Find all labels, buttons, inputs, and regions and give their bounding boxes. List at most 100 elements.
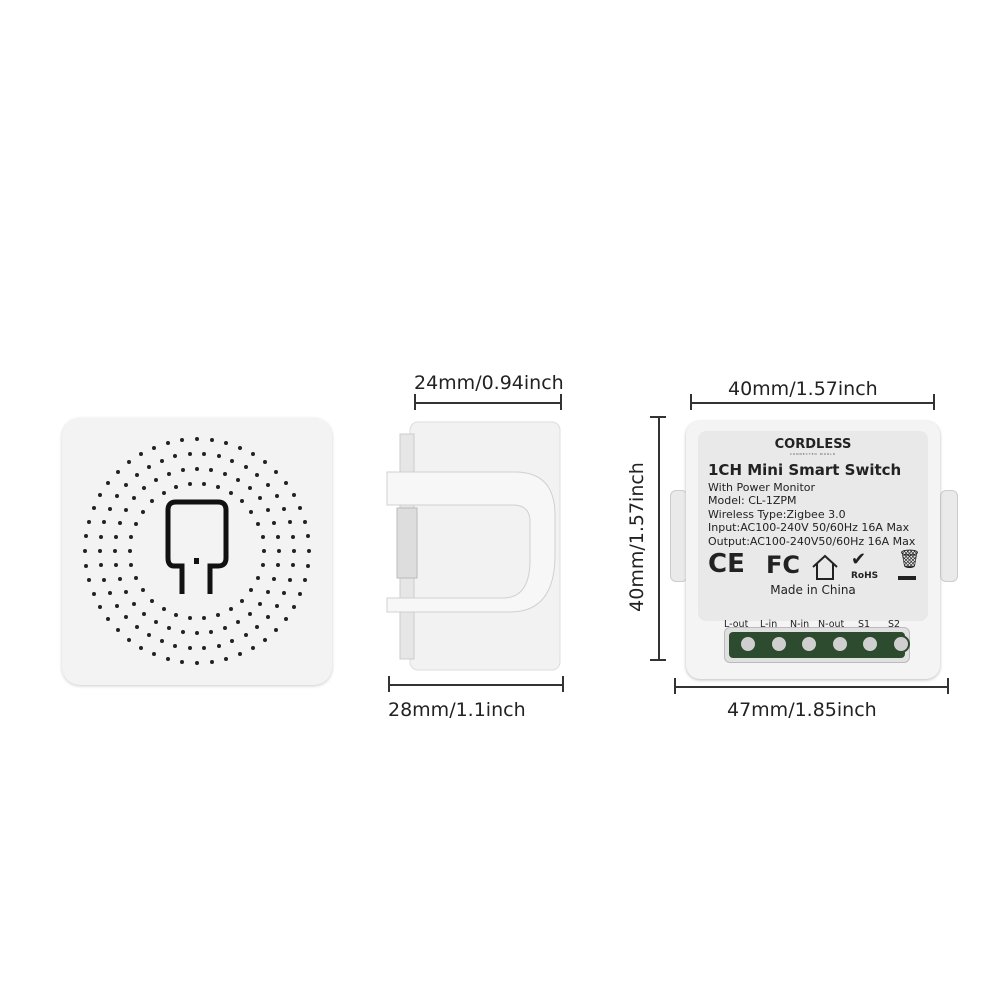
ce-mark-icon: CE [708, 549, 745, 579]
speaker-dot [223, 626, 228, 631]
speaker-dot [249, 588, 254, 593]
speaker-dot [152, 652, 157, 657]
speaker-dot [275, 603, 280, 608]
logo-button-icon [165, 499, 229, 594]
speaker-dot [173, 454, 178, 459]
speaker-dot [255, 624, 260, 629]
label-line: With Power Monitor [708, 481, 816, 494]
speaker-dot [303, 520, 308, 524]
speaker-dot [202, 645, 207, 650]
terminal-screw [891, 635, 910, 653]
speaker-dot [306, 563, 311, 568]
speaker-dot [106, 617, 111, 622]
speaker-dot [150, 598, 155, 603]
dimension-line [658, 416, 660, 660]
rohs-check-icon: ✔ [851, 549, 867, 570]
speaker-dot [257, 601, 262, 606]
speaker-dot [180, 660, 185, 665]
speaker-dot [154, 477, 158, 482]
speaker-dot [126, 460, 131, 465]
speaker-dot [274, 469, 279, 474]
speaker-dot [166, 440, 170, 445]
speaker-dot [277, 549, 281, 553]
dimension-tick [562, 676, 564, 692]
dimension-line [690, 402, 934, 404]
speaker-dot [132, 601, 137, 606]
speaker-dot [187, 452, 192, 457]
speaker-dot [256, 521, 261, 526]
back-width-top-label: 40mm/1.57inch [728, 378, 878, 400]
speaker-dot [283, 617, 288, 622]
speaker-dot [262, 549, 266, 553]
speaker-dot [272, 577, 277, 582]
speaker-dot [115, 469, 120, 474]
speaker-dot [209, 629, 214, 634]
product-label: CORDLESS CONNECTED WORLD 1CH Mini Smart … [698, 431, 928, 621]
speaker-dot [290, 563, 295, 568]
speaker-dot [266, 508, 270, 512]
speaker-dot [237, 445, 242, 450]
speaker-dot [290, 534, 295, 539]
speaker-dot [215, 485, 220, 490]
speaker-dot [228, 490, 233, 495]
speaker-dot [187, 645, 192, 650]
speaker-dot [249, 509, 254, 514]
brand-tagline: CONNECTED WORLD [789, 452, 837, 456]
speaker-dot [150, 499, 155, 504]
speaker-dot [187, 482, 192, 487]
dimension-tick [414, 394, 416, 410]
speaker-dot [306, 534, 311, 539]
dimension-tick [560, 394, 562, 410]
dimension-tick [947, 678, 949, 694]
label-line: Model: CL-1ZPM [708, 494, 797, 507]
speaker-dot [292, 549, 296, 553]
terminal-label: N-out [818, 619, 845, 630]
speaker-dot [132, 496, 137, 501]
speaker-dot [174, 612, 179, 617]
speaker-dot [195, 631, 199, 635]
speaker-dot [282, 591, 287, 596]
speaker-dot [146, 464, 151, 469]
speaker-dot [91, 591, 96, 596]
speaker-dot [114, 603, 119, 608]
speaker-dot [275, 534, 280, 539]
speaker-dot [98, 605, 102, 609]
speaker-dot [86, 577, 91, 582]
rohs-mark: RoHS [851, 571, 879, 581]
product-title: 1CH Mini Smart Switch [708, 461, 902, 479]
speaker-dot [236, 477, 240, 482]
speaker-dot [107, 506, 112, 511]
speaker-dot [166, 471, 171, 476]
speaker-dot [126, 637, 131, 642]
label-line: Output:AC100-240V50/60Hz 16A Max [708, 535, 916, 548]
speaker-dot [274, 628, 279, 633]
dimension-line [674, 686, 948, 688]
speaker-dot [117, 520, 122, 525]
label-line: Wireless Type:Zigbee 3.0 [708, 508, 846, 521]
speaker-dot [139, 645, 143, 650]
speaker-dot [140, 588, 145, 593]
speaker-dot [180, 468, 185, 473]
speaker-dot [202, 452, 207, 457]
brand-logo: CORDLESS [774, 437, 852, 452]
speaker-dot [133, 521, 138, 526]
speaker-dot [202, 482, 206, 487]
speaker-dot [237, 652, 242, 657]
speaker-dot [107, 591, 112, 596]
speaker-dot [216, 643, 221, 648]
speaker-dot [282, 506, 287, 511]
speaker-dot [291, 493, 296, 497]
speaker-dot [174, 485, 179, 490]
speaker-dot [257, 496, 262, 501]
speaker-dot [256, 576, 261, 581]
speaker-dot [215, 612, 220, 617]
speaker-dot [102, 577, 107, 582]
dimension-line [388, 684, 563, 686]
terminal-screw [739, 635, 757, 653]
speaker-dot [195, 467, 199, 471]
mounting-tab-right [940, 490, 958, 582]
speaker-dot [275, 494, 280, 499]
speaker-dot [99, 534, 104, 539]
speaker-dot [106, 480, 111, 485]
speaker-dot [159, 639, 164, 644]
